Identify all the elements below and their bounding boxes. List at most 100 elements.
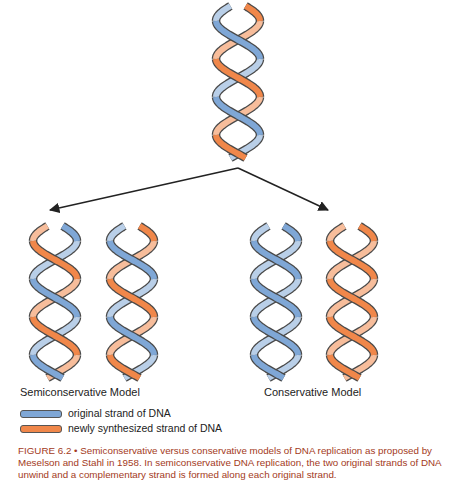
- dna-double-helix: [216, 6, 260, 158]
- strand-outline: [63, 226, 77, 241]
- strand-segment: [254, 279, 298, 317]
- strand-outline: [110, 226, 124, 241]
- strand-outline: [33, 355, 63, 378]
- strand-segment: [330, 241, 374, 279]
- strand-ribbon: [33, 241, 77, 279]
- strand-ribbon: [110, 241, 154, 279]
- strand-outline: [110, 279, 154, 317]
- strand-ribbon: [110, 241, 154, 279]
- strand-outline: [216, 6, 230, 21]
- strand-outline: [330, 317, 374, 355]
- strand-segment: [33, 317, 77, 355]
- strand-outline: [33, 241, 77, 279]
- strand-segment: [110, 241, 154, 279]
- strand-segment: [216, 21, 260, 59]
- strand-segment: [284, 226, 298, 241]
- strand-segment: [360, 226, 374, 241]
- strand-segment: [63, 226, 77, 241]
- strand-ribbon: [216, 59, 260, 97]
- strand-outline: [140, 226, 154, 241]
- strand-ribbon: [63, 226, 77, 241]
- strand-segment: [246, 6, 260, 21]
- strand-segment: [110, 241, 154, 279]
- legend-swatch: [20, 410, 62, 418]
- strand-outline: [254, 355, 284, 378]
- strand-outline: [254, 279, 298, 317]
- strand-ribbon: [33, 355, 63, 378]
- strand-segment: [330, 279, 374, 317]
- strand-segment: [330, 226, 344, 241]
- split-arrows: [50, 168, 328, 210]
- strand-ribbon: [330, 241, 374, 279]
- strand-outline: [216, 59, 260, 97]
- strand-segment: [110, 317, 154, 355]
- strand-segment: [216, 97, 260, 135]
- strand-segment: [33, 279, 77, 317]
- strand-segment: [110, 226, 124, 241]
- strand-segment: [140, 226, 154, 241]
- dna-double-helix: [254, 226, 298, 378]
- strand-segment: [330, 279, 374, 317]
- strand-outline: [254, 317, 298, 355]
- strand-ribbon: [254, 317, 298, 355]
- strand-outline: [216, 21, 260, 59]
- arrow-line: [50, 168, 238, 210]
- strand-segment: [330, 317, 374, 355]
- strand-ribbon: [254, 355, 284, 378]
- strand-outline: [216, 59, 260, 97]
- strand-outline: [284, 226, 298, 241]
- strand-ribbon: [110, 226, 124, 241]
- strand-outline: [110, 355, 140, 378]
- legend-text: original strand of DNA: [68, 407, 171, 420]
- strand-ribbon: [254, 279, 298, 317]
- strand-segment: [110, 355, 140, 378]
- strand-segment: [216, 97, 260, 135]
- strand-ribbon: [110, 279, 154, 317]
- strand-ribbon: [110, 317, 154, 355]
- strand-ribbon: [216, 6, 230, 21]
- strand-segment: [33, 241, 77, 279]
- dna-helices: [33, 6, 374, 378]
- strand-ribbon: [254, 317, 298, 355]
- strand-outline: [330, 355, 360, 378]
- strand-segment: [216, 59, 260, 97]
- strand-ribbon: [140, 226, 154, 241]
- strand-ribbon: [110, 317, 154, 355]
- dna-double-helix: [33, 226, 77, 378]
- strand-segment: [254, 241, 298, 279]
- strand-ribbon: [330, 317, 374, 355]
- strand-segment: [33, 226, 47, 241]
- strand-outline: [360, 226, 374, 241]
- strand-outline: [216, 135, 246, 158]
- strand-ribbon: [33, 241, 77, 279]
- strand-outline: [330, 226, 344, 241]
- strand-ribbon: [216, 21, 260, 59]
- strand-ribbon: [216, 135, 246, 158]
- strand-outline: [254, 241, 298, 279]
- strand-ribbon: [330, 317, 374, 355]
- strand-segment: [254, 317, 298, 355]
- strand-outline: [33, 279, 77, 317]
- strand-outline: [110, 279, 154, 317]
- strand-ribbon: [33, 226, 47, 241]
- strand-outline: [330, 279, 374, 317]
- strand-segment: [330, 317, 374, 355]
- strand-segment: [254, 241, 298, 279]
- strand-ribbon: [254, 226, 268, 241]
- strand-segment: [216, 135, 246, 158]
- strand-ribbon: [254, 241, 298, 279]
- strand-outline: [110, 317, 154, 355]
- strand-segment: [254, 355, 284, 378]
- strand-ribbon: [216, 97, 260, 135]
- strand-outline: [330, 317, 374, 355]
- strand-ribbon: [216, 21, 260, 59]
- strand-ribbon: [110, 279, 154, 317]
- strand-outline: [33, 317, 77, 355]
- strand-segment: [330, 355, 360, 378]
- strand-ribbon: [254, 241, 298, 279]
- strand-outline: [246, 6, 260, 21]
- model-label: Conservative Model: [264, 386, 361, 399]
- dna-double-helix: [110, 226, 154, 378]
- strand-segment: [110, 279, 154, 317]
- strand-ribbon: [33, 317, 77, 355]
